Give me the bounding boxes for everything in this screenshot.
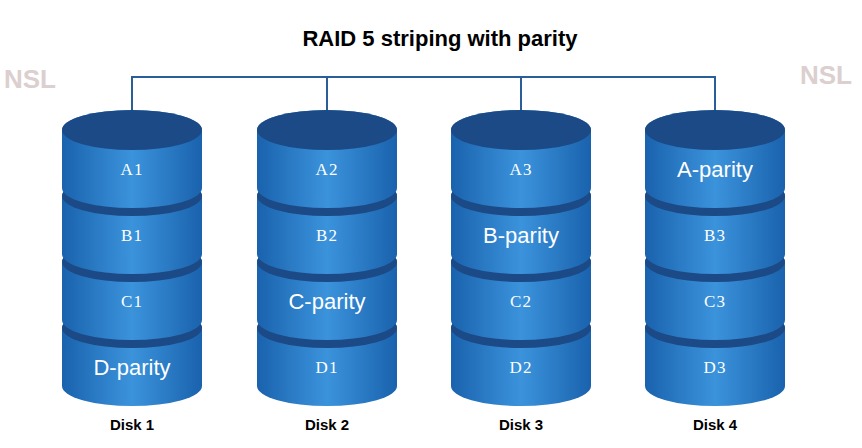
block-label: A-parity [677, 157, 753, 183]
block-label: C2 [510, 292, 532, 312]
watermark: NSL [800, 60, 852, 91]
data-block: D2 [456, 343, 586, 393]
block-label: A1 [121, 160, 144, 180]
data-block: D-parity [67, 343, 197, 393]
disk-segment [451, 110, 591, 208]
block-label: C1 [121, 292, 143, 312]
disk-cylinder: Disk 2A2B2C-parityD1 [257, 110, 397, 440]
data-block: C1 [67, 277, 197, 327]
data-block: A2 [262, 145, 392, 195]
block-label: B3 [704, 226, 726, 246]
segment-top [257, 110, 397, 150]
data-block: C3 [650, 277, 780, 327]
diagram-title: RAID 5 striping with parity [0, 26, 862, 52]
data-block: B2 [262, 211, 392, 261]
block-label: B2 [316, 226, 338, 246]
disk-label: Disk 4 [625, 416, 805, 433]
block-label: A3 [510, 160, 533, 180]
segment-top [645, 110, 785, 150]
block-label: D2 [510, 358, 533, 378]
block-label: B1 [121, 226, 143, 246]
data-block: B-parity [456, 211, 586, 261]
disk-segment [257, 110, 397, 208]
disk-segment [62, 110, 202, 208]
data-block: B1 [67, 211, 197, 261]
disk-cylinder: Disk 3A3B-parityC2D2 [451, 110, 591, 440]
block-label: D1 [316, 358, 339, 378]
data-block: C-parity [262, 277, 392, 327]
data-block: B3 [650, 211, 780, 261]
data-block: A-parity [650, 145, 780, 195]
watermark: NSL [4, 64, 56, 95]
disk-segment [645, 110, 785, 208]
segment-top [451, 110, 591, 150]
block-label: C-parity [288, 289, 365, 315]
data-block: D1 [262, 343, 392, 393]
disk-cylinder: Disk 4A-parityB3C3D3 [645, 110, 785, 440]
data-block: A3 [456, 145, 586, 195]
block-label: D3 [704, 358, 727, 378]
disk-label: Disk 1 [42, 416, 222, 433]
block-label: A2 [316, 160, 339, 180]
data-block: D3 [650, 343, 780, 393]
disk-label: Disk 3 [431, 416, 611, 433]
data-block: A1 [67, 145, 197, 195]
data-block: C2 [456, 277, 586, 327]
segment-top [62, 110, 202, 150]
block-label: C3 [704, 292, 726, 312]
block-label: B-parity [483, 223, 559, 249]
disk-cylinder: Disk 1A1B1C1D-parity [62, 110, 202, 440]
disk-label: Disk 2 [237, 416, 417, 433]
bus-line [132, 77, 715, 112]
block-label: D-parity [93, 355, 170, 381]
